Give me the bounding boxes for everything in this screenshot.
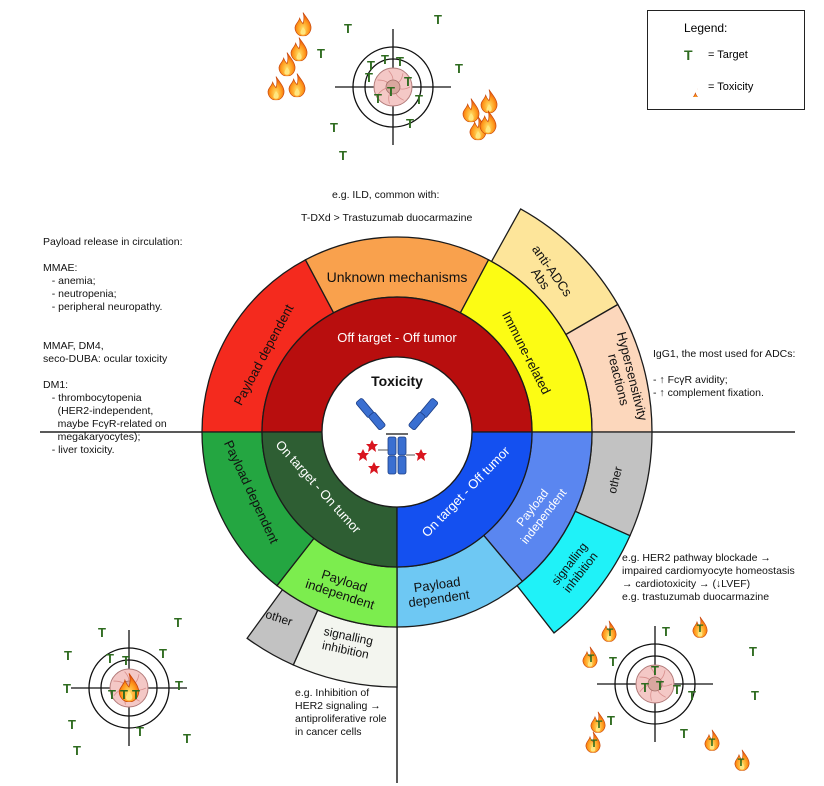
ring-label-off-target-off-tumor: Off target - Off tumor <box>337 330 457 345</box>
flame-icon <box>480 88 498 114</box>
target-marker: T <box>588 653 595 665</box>
legend-title: Legend: <box>684 21 728 35</box>
target-marker: T <box>106 651 114 666</box>
target-marker: T <box>609 654 617 669</box>
target-marker: T <box>132 687 140 702</box>
target-marker: T <box>387 84 395 99</box>
target-marker: T <box>68 717 76 732</box>
target-marker: T <box>415 92 423 107</box>
target-marker: T <box>607 713 615 728</box>
target-marker: T <box>108 687 116 702</box>
target-marker: T <box>607 627 614 639</box>
flame-icon <box>288 72 306 98</box>
legend-toxicity-label: = Toxicity <box>708 81 754 93</box>
payload-star-icon <box>357 449 369 461</box>
legend-toxicity-row: = Toxicity <box>684 77 753 97</box>
flame-icon <box>290 36 308 62</box>
target-marker: T <box>688 688 696 703</box>
payload-star-icon <box>415 449 427 461</box>
flame-icon <box>462 97 480 123</box>
label-unknown-mechanisms: Unknown mechanisms <box>327 269 468 285</box>
flame-icon <box>267 75 285 101</box>
target-marker: T <box>120 687 128 702</box>
target-marker: T <box>367 58 375 73</box>
ild-note: e.g. ILD, common with: <box>332 189 440 201</box>
target-marker: T <box>63 681 71 696</box>
payload-release-note: Payload release in circulation: MMAE: - … <box>43 236 183 456</box>
center-circle <box>321 356 473 508</box>
target-marker: T <box>749 644 757 659</box>
target-marker: T <box>73 743 81 758</box>
target-marker: T <box>455 61 463 76</box>
target-marker: T <box>122 653 130 668</box>
target-marker: T <box>591 738 598 750</box>
label-payload-dependent-lightblue-line-1: Payload <box>413 574 462 595</box>
igg1-note: IgG1, the most used for ADCs: - ↑ FcγR a… <box>653 348 796 399</box>
target-marker: T <box>596 719 603 731</box>
target-marker: T <box>641 680 649 695</box>
target-marker: T <box>64 648 72 663</box>
target-marker: T <box>651 663 659 678</box>
target-marker: T <box>344 21 352 36</box>
tdxd-note: T-DXd > Trastuzumab duocarmazine <box>301 212 473 224</box>
legend-target-row: T = Target <box>684 47 748 63</box>
target-marker: T <box>662 624 670 639</box>
target-cell-bottom-right <box>597 626 713 742</box>
target-marker: T <box>317 46 325 61</box>
target-marker: T <box>183 731 191 746</box>
target-marker: T <box>174 615 182 630</box>
target-marker: T <box>175 678 183 693</box>
target-marker: T <box>339 148 347 163</box>
target-marker: T <box>738 757 745 769</box>
target-marker: T <box>374 91 382 106</box>
target-marker: T <box>330 120 338 135</box>
target-marker: T <box>159 646 167 661</box>
her2-inhibition-note: e.g. Inhibition of HER2 signaling → anti… <box>295 687 387 738</box>
toxicity-wheel <box>201 208 653 688</box>
flame-icon <box>684 77 698 97</box>
target-marker: T <box>396 54 404 69</box>
target-marker: T <box>381 52 389 67</box>
target-marker: T <box>434 12 442 27</box>
flame-icon <box>294 11 312 37</box>
legend: Legend: T = Target = Toxicity <box>647 10 805 110</box>
target-symbol: T <box>684 47 693 63</box>
legend-target-label: = Target <box>708 49 748 61</box>
target-marker: T <box>404 74 412 89</box>
target-marker: T <box>680 726 688 741</box>
target-marker: T <box>656 678 664 693</box>
target-cell-top <box>335 29 451 145</box>
flame-icon <box>479 109 497 135</box>
target-marker: T <box>709 737 716 749</box>
target-marker: T <box>673 682 681 697</box>
target-marker: T <box>98 625 106 640</box>
target-marker: T <box>751 688 759 703</box>
target-marker: T <box>365 70 373 85</box>
target-cell-bottom-left <box>71 630 187 746</box>
target-marker: T <box>406 116 414 131</box>
antibody-drug-conjugate-icon <box>355 398 439 475</box>
payload-star-icon <box>368 462 380 474</box>
center-title: Toxicity <box>371 373 423 389</box>
target-marker: T <box>136 724 144 739</box>
label-other-blue: other <box>605 465 625 495</box>
her2-blockade-note: e.g. HER2 pathway blockade → impaired ca… <box>622 552 795 603</box>
payload-star-icon <box>366 440 378 452</box>
target-marker: T <box>697 623 704 635</box>
